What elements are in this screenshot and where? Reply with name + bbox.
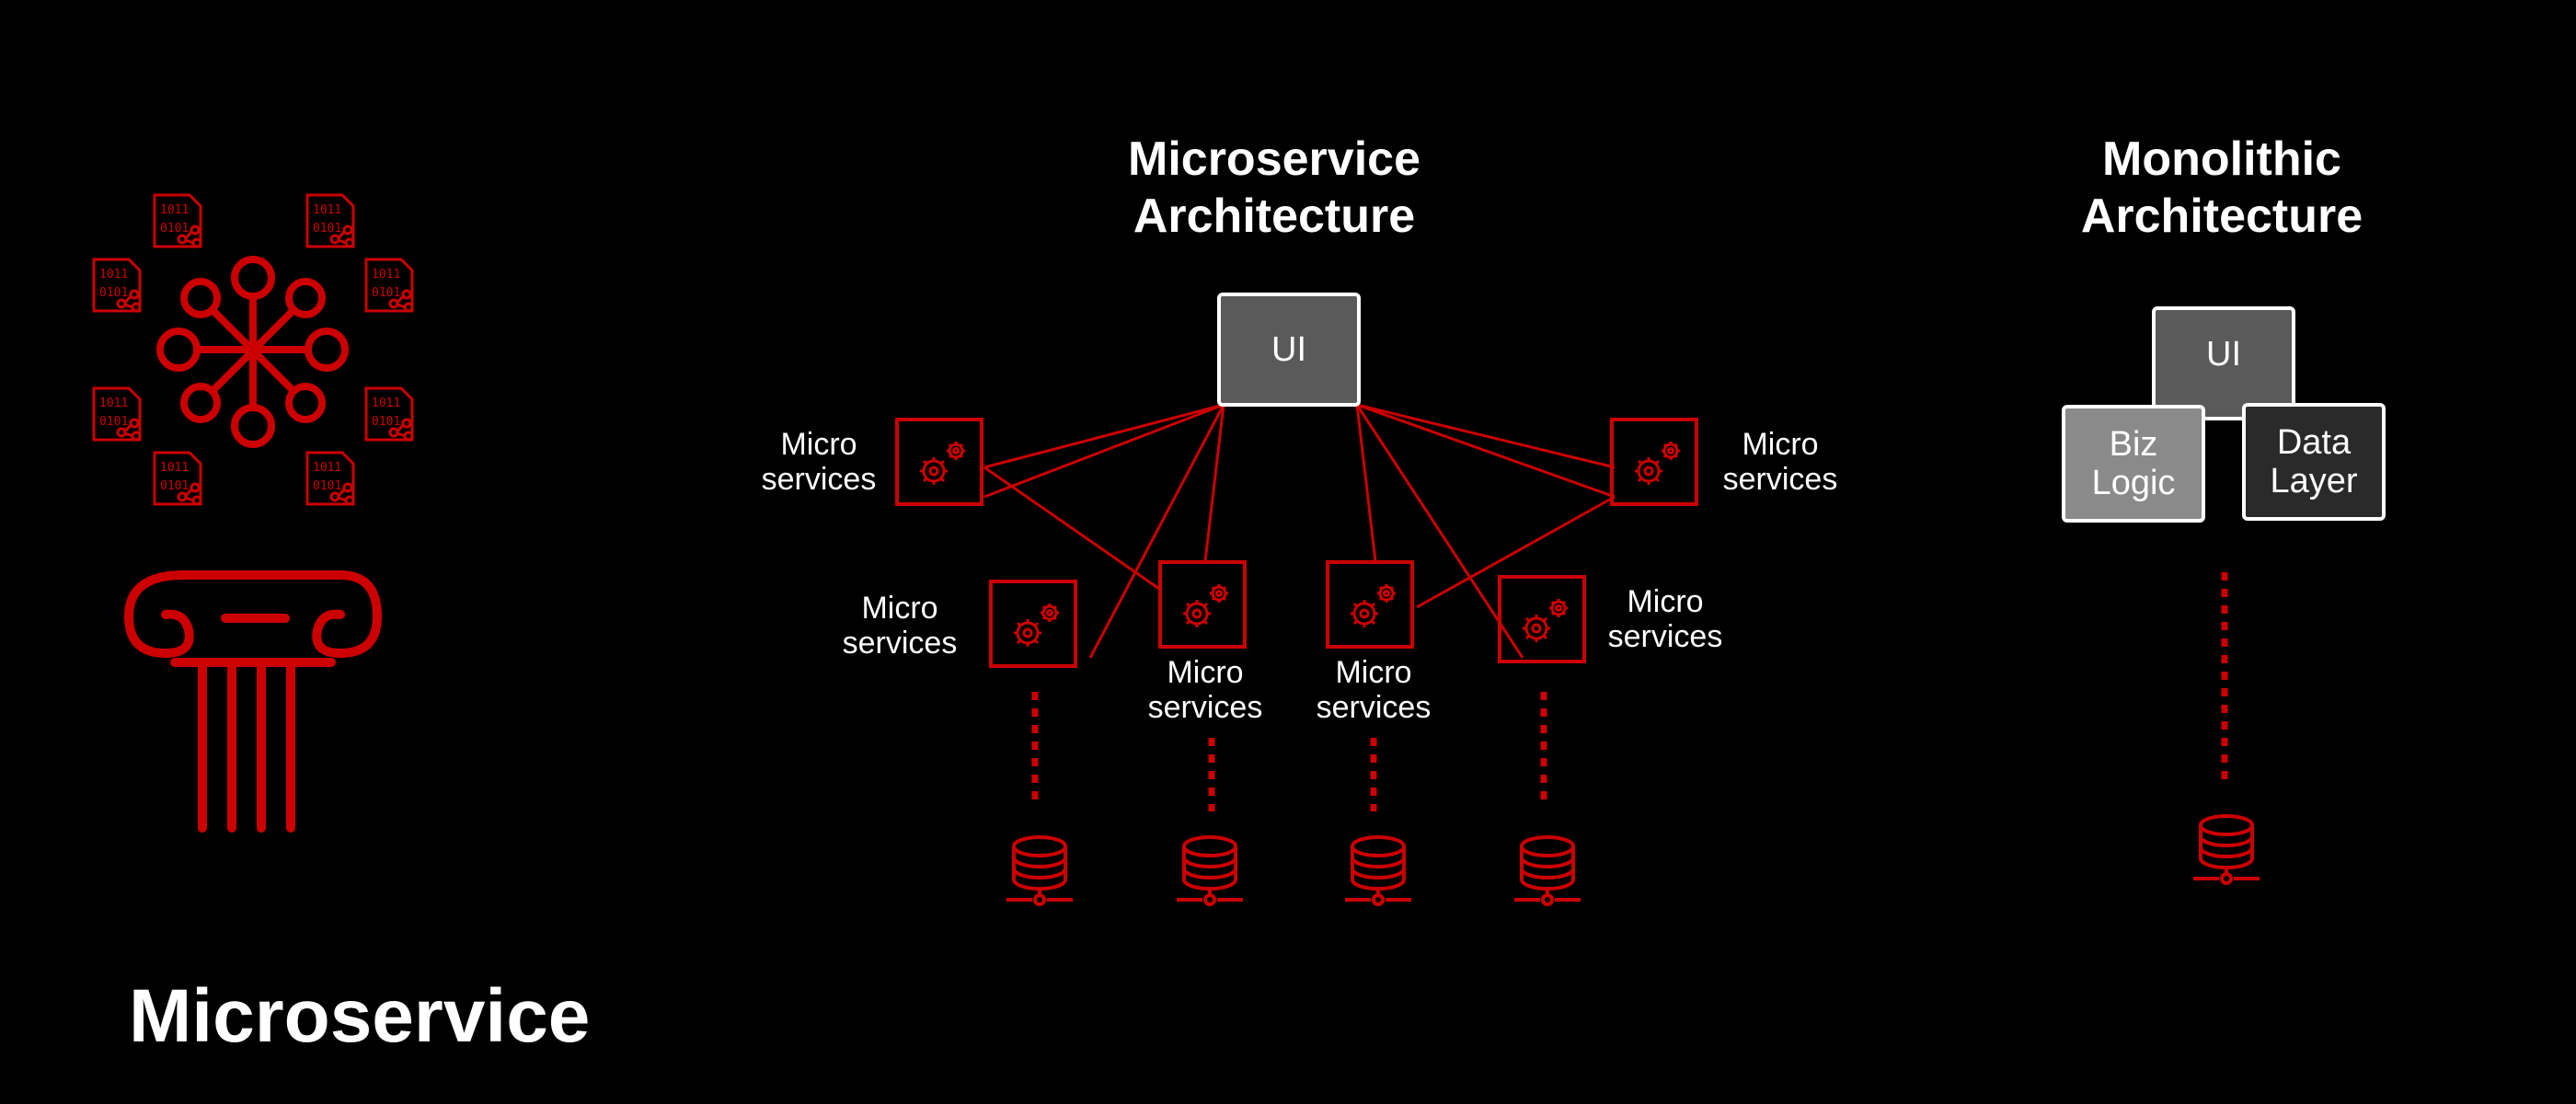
connection-lines — [983, 403, 1616, 659]
biz-logic-box: Biz Logic — [2062, 405, 2205, 523]
title-line-1: Microservice — [1128, 132, 1420, 186]
network-hub-icon — [156, 256, 349, 448]
ui-label: UI — [2206, 335, 2241, 374]
biz-line-2: Logic — [2091, 464, 2176, 502]
title-line-2: Architecture — [1133, 190, 1416, 243]
data-layer-box: Data Layer — [2242, 403, 2386, 521]
page-title: Microservice — [129, 974, 591, 1058]
microservice-ui-box: UI — [1217, 293, 1361, 407]
title-line-2: Architecture — [2080, 190, 2363, 243]
monolithic-ui-box: UI — [2152, 306, 2295, 420]
data-line-1: Data — [2276, 423, 2352, 462]
dotted-links — [1031, 572, 2228, 811]
data-line-2: Layer — [2270, 462, 2358, 500]
database-icon — [1005, 814, 2261, 906]
ui-label: UI — [1271, 330, 1306, 369]
biz-line-1: Biz — [2109, 425, 2158, 464]
ionic-column-icon — [123, 570, 383, 833]
title-line-1: Monolithic — [2102, 132, 2341, 186]
microservice-architecture-title: Microservice Architecture — [1044, 131, 1504, 245]
monolithic-architecture-title: Monolithic Architecture — [1992, 131, 2452, 245]
